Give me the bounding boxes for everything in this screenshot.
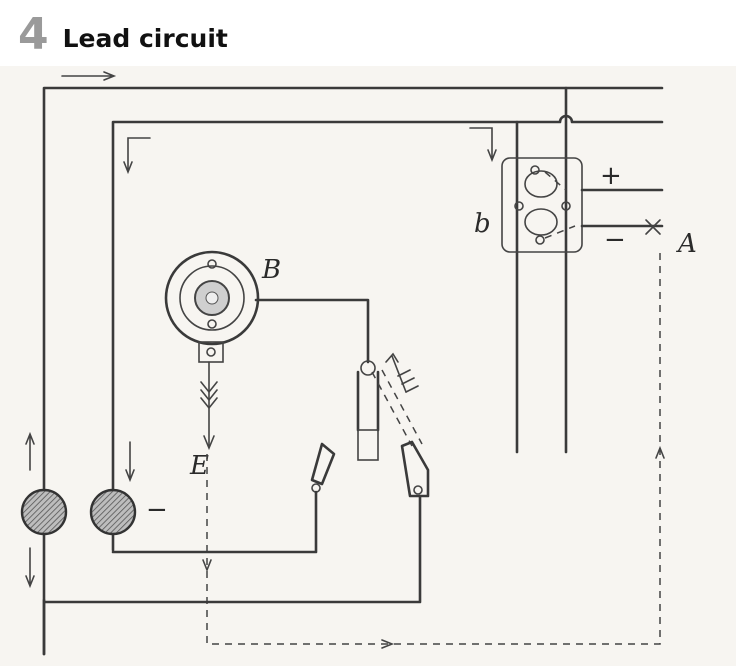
switch-alternate-position bbox=[371, 369, 423, 447]
terminal-screw bbox=[530, 165, 540, 175]
label-a: A bbox=[676, 229, 697, 259]
earth-return-arrow-up bbox=[655, 445, 665, 459]
earth-return-arrow-right bbox=[381, 639, 395, 649]
bell-highlight bbox=[205, 291, 219, 305]
switch-motion-arrow bbox=[385, 352, 407, 393]
bell-screw-bottom bbox=[207, 319, 217, 329]
terminal-jumper bbox=[544, 171, 576, 239]
switch-blade bbox=[356, 370, 380, 432]
left-contact bbox=[310, 442, 336, 486]
right-cell bbox=[89, 488, 137, 536]
bell-bracket bbox=[198, 341, 224, 363]
left-cell-arrow-up bbox=[25, 431, 35, 471]
bottom-wire-outer bbox=[42, 494, 422, 656]
earth-lead-feathers bbox=[200, 381, 218, 410]
terminal-screw bbox=[535, 235, 545, 245]
negative-sign-left: − bbox=[146, 495, 168, 525]
positive-sign: + bbox=[600, 161, 622, 191]
terminal-screw bbox=[514, 201, 524, 211]
terminal-block-lower-coil bbox=[524, 208, 558, 236]
left-cell bbox=[20, 488, 68, 536]
step-number: 4 bbox=[18, 9, 49, 60]
heading: 4 Lead circuit bbox=[18, 8, 228, 62]
label-e: E bbox=[189, 451, 209, 481]
bell-to-switch-wire bbox=[254, 298, 370, 364]
left-cell-arrow-down bbox=[25, 547, 35, 589]
arrow-corner-left bbox=[469, 127, 497, 163]
right-contact-screw bbox=[413, 485, 423, 495]
right-contact bbox=[400, 440, 430, 498]
earth-return-arrow-down bbox=[202, 559, 212, 573]
top-wire-outer bbox=[42, 86, 664, 656]
arrow-top-right bbox=[61, 71, 117, 81]
bell-inner-ring bbox=[179, 265, 245, 331]
terminal-screw bbox=[561, 201, 571, 211]
circuit-diagram-svg: + − b A B E bbox=[20, 71, 697, 656]
junction-a-cross bbox=[645, 219, 661, 235]
terminal-block-b bbox=[501, 157, 583, 253]
page-title: Lead circuit bbox=[62, 23, 228, 53]
bottom-wire-inner bbox=[111, 490, 318, 554]
circuit-diagram: + − b A B E bbox=[0, 66, 736, 666]
earth-return-dashed bbox=[206, 248, 661, 645]
bell-screw-top bbox=[207, 259, 217, 269]
switch-motion-feathers bbox=[397, 369, 419, 393]
arrow-corner-down bbox=[123, 137, 151, 175]
earth-lead-arrow-head bbox=[203, 435, 215, 451]
switch-pivot bbox=[360, 360, 376, 376]
label-bell-b: B bbox=[261, 255, 281, 285]
label-b: b bbox=[474, 209, 491, 239]
terminal-block-upper-coil bbox=[524, 170, 558, 198]
switch-blade-tip bbox=[357, 429, 379, 461]
top-wire-inner bbox=[111, 114, 664, 552]
bell-outer-ring bbox=[164, 250, 260, 346]
bell-bracket-screw bbox=[206, 347, 216, 357]
negative-sign-right: − bbox=[604, 225, 626, 255]
right-cell-arrow-down bbox=[125, 441, 135, 483]
